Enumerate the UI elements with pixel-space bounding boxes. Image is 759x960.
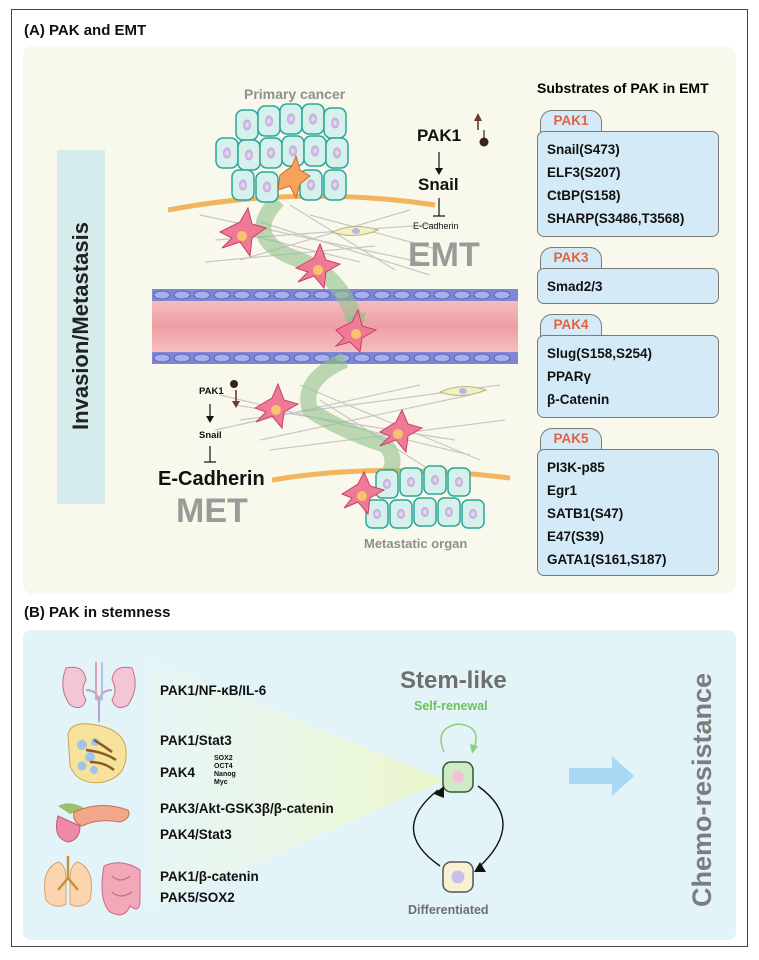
- stem-like-label: Stem-like: [400, 667, 507, 694]
- panel-b-title: (B) PAK in stemness: [24, 604, 171, 621]
- substrates-title: Substrates of PAK in EMT: [537, 80, 709, 96]
- lungs-icon: [44, 856, 92, 907]
- invasion-metastasis-bar: Invasion/Metastasis: [57, 150, 105, 504]
- substrate-item: ELF3(S207): [547, 165, 621, 180]
- emt-label: EMT: [408, 236, 480, 274]
- pak1-tab: PAK1: [540, 110, 602, 132]
- breast-icon: [67, 723, 127, 784]
- met-label: MET: [176, 492, 248, 530]
- pak4-target: Nanog: [214, 771, 236, 778]
- substrate-item: Slug(S158,S254): [547, 346, 653, 361]
- pathway-kidney: PAK1/NF-κB/IL-6: [160, 683, 267, 698]
- substrate-item: PI3K-p85: [547, 460, 605, 475]
- pak1-substrate-box: Snail(S473) ELF3(S207) CtBP(S158) SHARP(…: [537, 131, 719, 237]
- pathway-pancreas-2: PAK4/Stat3: [160, 827, 232, 842]
- substrate-item: SHARP(S3486,T3568): [547, 211, 685, 226]
- pancreas-icon: [55, 803, 130, 843]
- pak4-target: SOX2: [214, 755, 233, 762]
- pak4-substrate-box: Slug(S158,S254) PPARγ β-Catenin: [537, 335, 719, 418]
- pathway-breast-2: PAK4: [160, 765, 196, 780]
- metastatic-organ-label: Metastatic organ: [364, 536, 468, 551]
- met-pak1-label: PAK1: [199, 386, 224, 397]
- substrate-item: Egr1: [547, 483, 578, 498]
- met-snail-label: Snail: [199, 430, 222, 441]
- differentiated-label: Differentiated: [408, 903, 489, 917]
- substrate-item: PPARγ: [547, 369, 592, 384]
- pak5-tab: PAK5: [540, 428, 602, 450]
- met-ecadherin-label: E-Cadherin: [158, 468, 265, 490]
- pathway-lung-2: PAK5/SOX2: [160, 890, 235, 905]
- substrate-item: E47(S39): [547, 529, 605, 544]
- pak3-substrate-box: Smad2/3: [537, 268, 719, 304]
- substrate-item: SATB1(S47): [547, 506, 624, 521]
- pathway-pancreas-1: PAK3/Akt-GSK3β/β-catenin: [160, 801, 334, 816]
- figure-frame: [11, 9, 748, 947]
- pathway-lung-1: PAK1/β-catenin: [160, 869, 259, 884]
- intestine-icon: [101, 862, 141, 916]
- pak5-substrate-box: PI3K-p85 Egr1 SATB1(S47) E47(S39) GATA1(…: [537, 449, 719, 576]
- pak3-tab: PAK3: [540, 247, 602, 269]
- emt-pak1-label: PAK1: [417, 126, 462, 145]
- chemo-resistance-label: Chemo-resistance: [687, 672, 717, 908]
- emt-snail-label: Snail: [418, 175, 459, 194]
- pathway-breast-1: PAK1/Stat3: [160, 733, 232, 748]
- substrate-item: GATA1(S161,S187): [547, 552, 667, 567]
- substrate-item: Smad2/3: [547, 279, 603, 294]
- self-renewal-label: Self-renewal: [414, 699, 488, 713]
- emt-ecadherin-label: E-Cadherin: [413, 221, 459, 231]
- substrate-item: Snail(S473): [547, 142, 620, 157]
- substrate-item: CtBP(S158): [547, 188, 621, 203]
- panel-a-title: (A) PAK and EMT: [24, 22, 147, 39]
- pak4-target: Myc: [214, 779, 228, 786]
- primary-cancer-label: Primary cancer: [244, 86, 346, 102]
- pak4-target: OCT4: [214, 763, 233, 770]
- substrate-item: β-Catenin: [547, 392, 610, 407]
- kidney-icon: [62, 662, 136, 722]
- pak4-tab: PAK4: [540, 314, 602, 336]
